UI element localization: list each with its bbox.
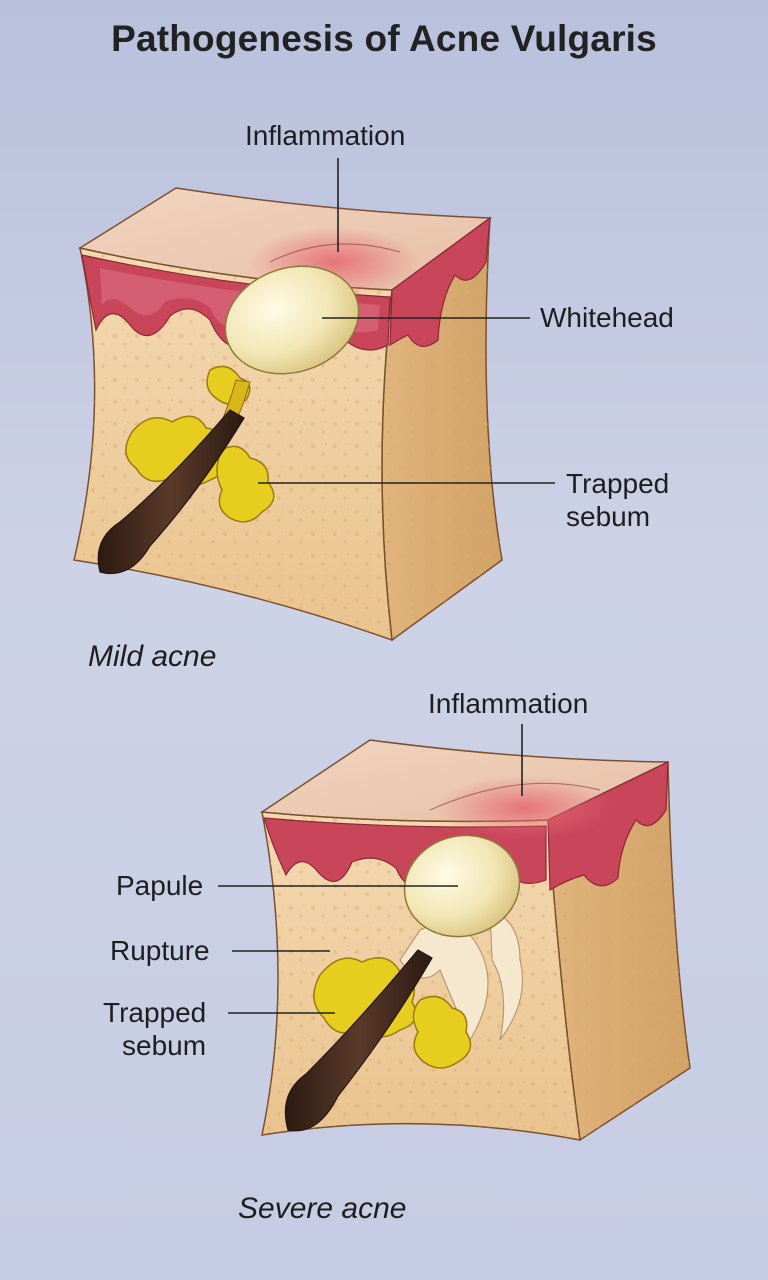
mild-inflammation-label: Inflammation	[245, 120, 406, 151]
severe-rupture-label: Rupture	[110, 935, 210, 966]
severe-papule-label: Papule	[116, 870, 204, 901]
mild-trapped-sebum-label-line1: Trapped	[566, 468, 670, 499]
severe-acne-caption: Severe acne	[238, 1192, 407, 1225]
severe-inflammation-label: Inflammation	[428, 688, 589, 719]
leader-lines	[218, 158, 555, 1014]
severe-acne-skin-block	[259, 739, 691, 1142]
severe-trapped-sebum-label-line2: sebum	[122, 1030, 207, 1061]
mild-whitehead-label: Whitehead	[540, 302, 674, 333]
mild-acne-caption: Mild acne	[88, 640, 217, 673]
severe-trapped-sebum-label-line1: Trapped	[103, 997, 207, 1028]
mild-trapped-sebum-label-line2: sebum	[566, 501, 651, 532]
mild-acne-skin-block	[73, 187, 503, 642]
diagram-title: Pathogenesis of Acne Vulgaris	[111, 18, 657, 59]
